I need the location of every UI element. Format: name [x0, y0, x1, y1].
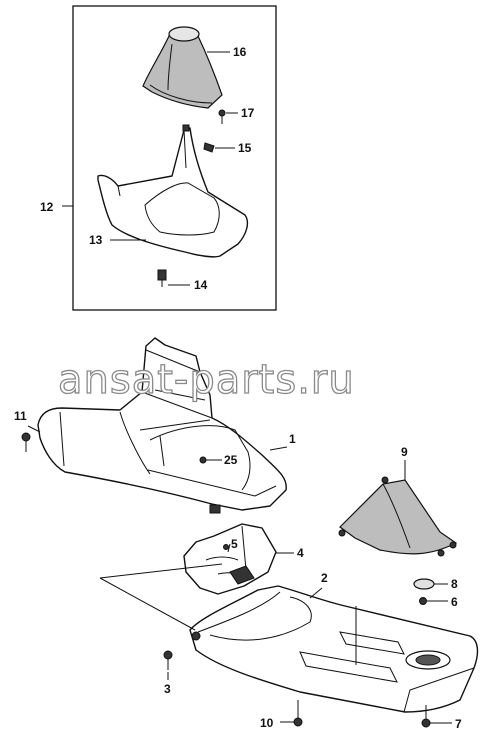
callout-16: 16 — [233, 45, 247, 59]
center-console-part — [37, 337, 287, 514]
shift-boot-part — [142, 26, 223, 109]
rear-boot-part — [338, 476, 458, 557]
bracket-part — [183, 523, 277, 595]
callout-8: 8 — [451, 577, 458, 591]
shift-bezel-part — [97, 124, 249, 258]
callout-1: 1 — [289, 432, 296, 446]
screw-17 — [218, 109, 226, 124]
button-8 — [413, 578, 435, 590]
lower-console-part — [99, 563, 479, 713]
screw-3 — [163, 650, 173, 670]
screw-7 — [421, 705, 431, 728]
callout-10: 10 — [260, 716, 274, 730]
callout-12: 12 — [40, 200, 54, 214]
callout-5: 5 — [231, 537, 238, 551]
callout-25: 25 — [224, 453, 238, 467]
callout-2: 2 — [321, 571, 328, 585]
callout-17: 17 — [241, 106, 255, 120]
screw-11 — [21, 432, 31, 452]
callout-6: 6 — [451, 595, 458, 609]
callout-13: 13 — [89, 233, 103, 247]
callout-14: 14 — [194, 278, 208, 292]
callout-7: 7 — [455, 717, 462, 731]
callout-3: 3 — [164, 682, 171, 696]
callout-15: 15 — [238, 141, 252, 155]
callout-9: 9 — [401, 445, 408, 459]
screw-10 — [293, 700, 303, 727]
clip-15 — [203, 142, 215, 153]
inset-frame — [72, 5, 277, 311]
fastener-14 — [157, 269, 167, 287]
callout-4: 4 — [297, 546, 304, 560]
callout-11: 11 — [14, 409, 27, 423]
screw-6 — [419, 597, 427, 605]
watermark-text: ansat-parts.ru — [58, 357, 355, 403]
